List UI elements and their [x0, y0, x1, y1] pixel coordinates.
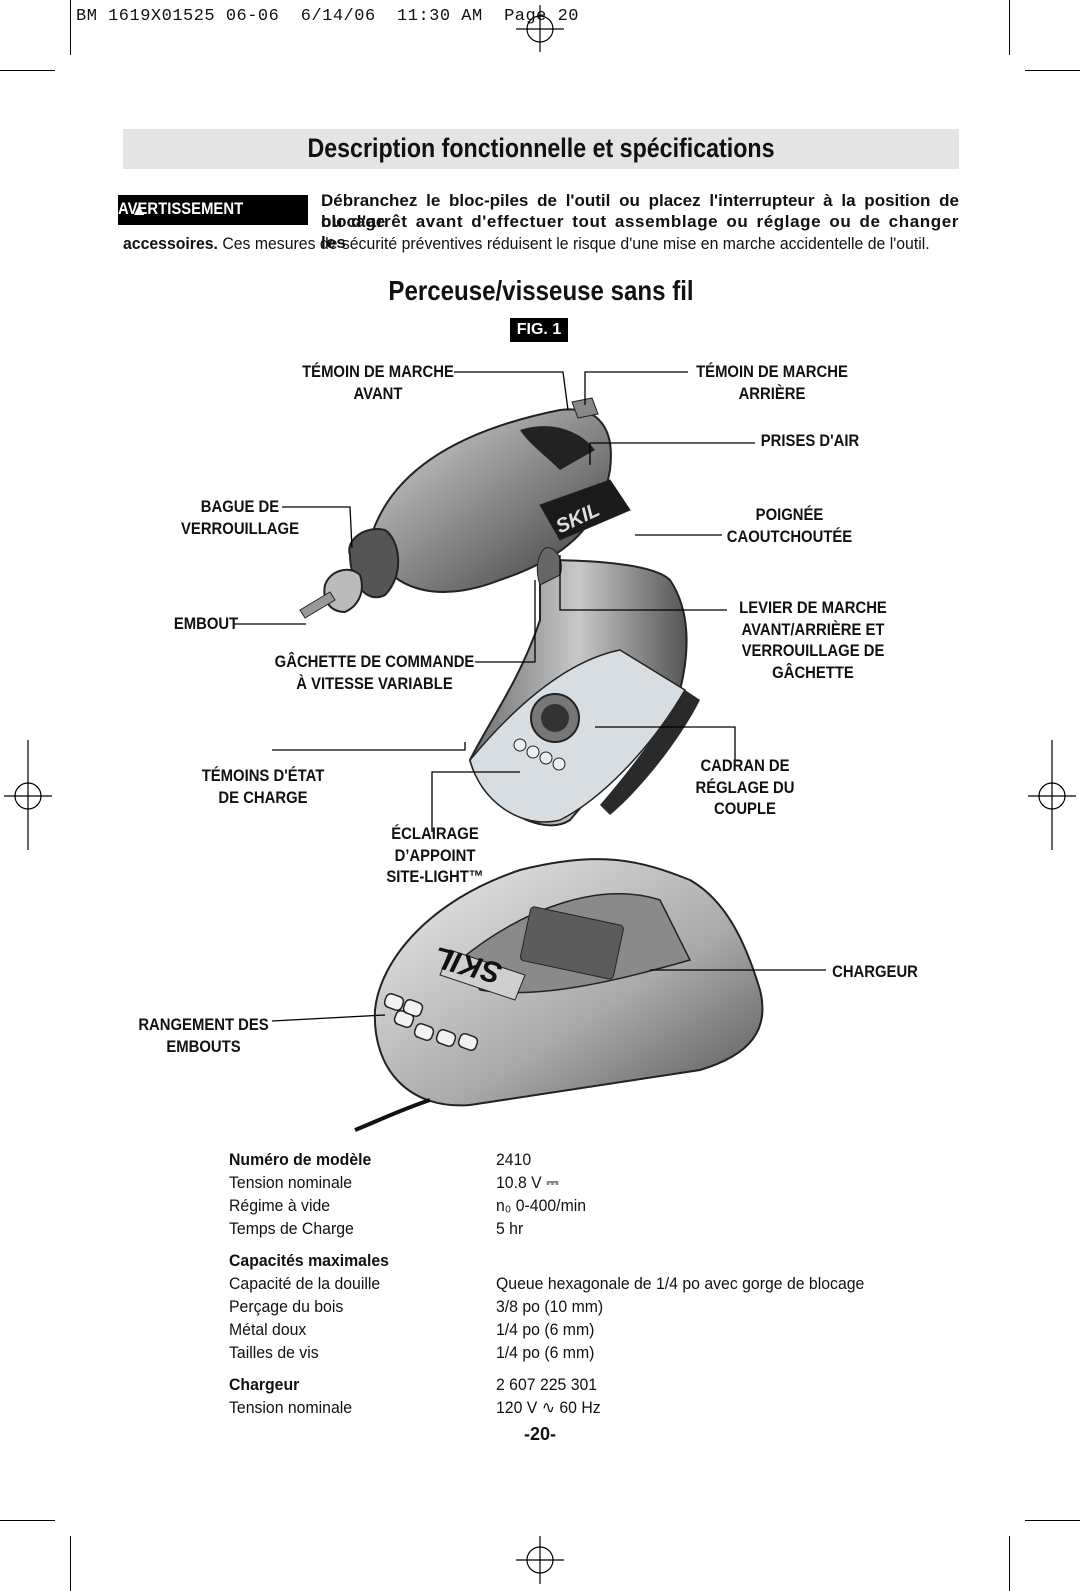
- spec-row: Numéro de modèle 2410: [229, 1150, 989, 1173]
- spec-label: Numéro de modèle: [229, 1150, 372, 1169]
- spec-value: 120 V ∿ 60 Hz: [496, 1398, 601, 1417]
- spec-value: 2410: [496, 1150, 532, 1169]
- callout-site-light: ÉCLAIRAGE D’APPOINT SITE-LIGHT™: [386, 825, 484, 886]
- page-number: -20-: [523, 1424, 556, 1444]
- callout-rubber-grip: POIGNÉE CAOUTCHOUTÉE: [726, 506, 853, 546]
- spec-label: Tension nominale: [229, 1398, 353, 1417]
- callout-charger: CHARGEUR: [832, 963, 918, 981]
- callout-trigger: GÂCHETTE DE COMMANDE À VITESSE VARIABLE: [274, 653, 475, 693]
- spec-label: Capacités maximales: [229, 1251, 389, 1270]
- callout-reverse-light: TÉMOIN DE MARCHE ARRIÈRE: [696, 363, 848, 403]
- spec-row: Tailles de vis 1/4 po (6 mm): [229, 1343, 989, 1366]
- warning-triangle-icon: ▲: [130, 200, 148, 219]
- spec-label: Tension nominale: [229, 1173, 353, 1192]
- print-slug: BM 1619X01525 06-06 6/14/06 11:30 AM Pag…: [76, 7, 579, 26]
- callout-bit-storage: RANGEMENT DES EMBOUTS: [138, 1016, 269, 1056]
- page-title: Description fonctionnelle et spécificati…: [307, 133, 775, 163]
- section-subtitle: Perceuse/visseuse sans fil: [388, 275, 694, 306]
- spec-label: Régime à vide: [229, 1196, 331, 1215]
- spec-label: Chargeur: [229, 1375, 300, 1394]
- spec-label: Perçage du bois: [229, 1297, 344, 1316]
- spec-label: Capacité de la douille: [229, 1274, 381, 1293]
- spec-row: Tension nominale 10.8 V ⎓: [229, 1173, 989, 1196]
- warning-text-line3: accessoires. Ces mesures de sécurité pré…: [123, 233, 930, 254]
- warning-text-rest: Ces mesures de sécurité préventives rédu…: [217, 234, 930, 253]
- callout-bit: EMBOUT: [173, 615, 239, 633]
- spec-value: 2 607 225 301: [496, 1375, 598, 1394]
- spec-value: 5 hr: [496, 1219, 524, 1238]
- callout-torque-dial: CADRAN DE RÉGLAGE DU COUPLE: [695, 757, 795, 818]
- spec-label: Temps de Charge: [229, 1219, 354, 1238]
- spec-row: Perçage du bois 3/8 po (10 mm): [229, 1297, 989, 1320]
- callout-direction-lever: LEVIER DE MARCHE AVANT/ARRIÈRE ET VERROU…: [739, 599, 887, 682]
- warning-text-line1: Débranchez le bloc-piles de l'outil ou p…: [321, 191, 959, 231]
- spec-value: n₀ 0-400/min: [496, 1196, 587, 1215]
- spec-value: 3/8 po (10 mm): [496, 1297, 604, 1316]
- warning-text-bold: accessoires.: [123, 234, 218, 253]
- callout-forward-light: TÉMOIN DE MARCHE AVANT: [302, 363, 454, 403]
- callout-air-vents: PRISES D'AIR: [760, 432, 860, 450]
- charger-shape: SKIL: [354, 858, 764, 1132]
- spec-row: Tension nominale 120 V ∿ 60 Hz: [229, 1398, 989, 1421]
- warning-text-line2: ou d'arrêt avant d'effectuer tout assemb…: [321, 212, 959, 252]
- spec-value: Queue hexagonale de 1/4 po avec gorge de…: [496, 1274, 865, 1293]
- figure-label: FIG. 1: [510, 318, 568, 342]
- callout-leaders: [233, 371, 826, 1022]
- warning-badge-label: AVERTISSEMENT: [118, 200, 244, 219]
- spec-value: 1/4 po (6 mm): [496, 1320, 595, 1339]
- spec-row: Métal doux 1/4 po (6 mm): [229, 1320, 989, 1343]
- spec-row: Temps de Charge 5 hr: [229, 1219, 989, 1242]
- spec-label: Tailles de vis: [229, 1343, 319, 1362]
- spec-row: Chargeur 2 607 225 301: [229, 1375, 989, 1398]
- spec-label: Métal doux: [229, 1320, 307, 1339]
- spec-row: Régime à vide n₀ 0-400/min: [229, 1196, 989, 1219]
- callout-lock-ring: BAGUE DE VERROUILLAGE: [181, 498, 299, 538]
- callout-charge-indicators: TÉMOINS D'ÉTAT DE CHARGE: [201, 767, 325, 807]
- warning-badge: ▲ AVERTISSEMENT: [118, 195, 308, 225]
- title-bar: [123, 129, 959, 169]
- spec-row: Capacités maximales: [229, 1251, 989, 1274]
- spec-value: 1/4 po (6 mm): [496, 1343, 595, 1362]
- spec-value: 10.8 V ⎓: [496, 1173, 559, 1192]
- drill-shape: SKIL: [299, 397, 700, 827]
- spec-row: Capacité de la douille Queue hexagonale d…: [229, 1274, 989, 1297]
